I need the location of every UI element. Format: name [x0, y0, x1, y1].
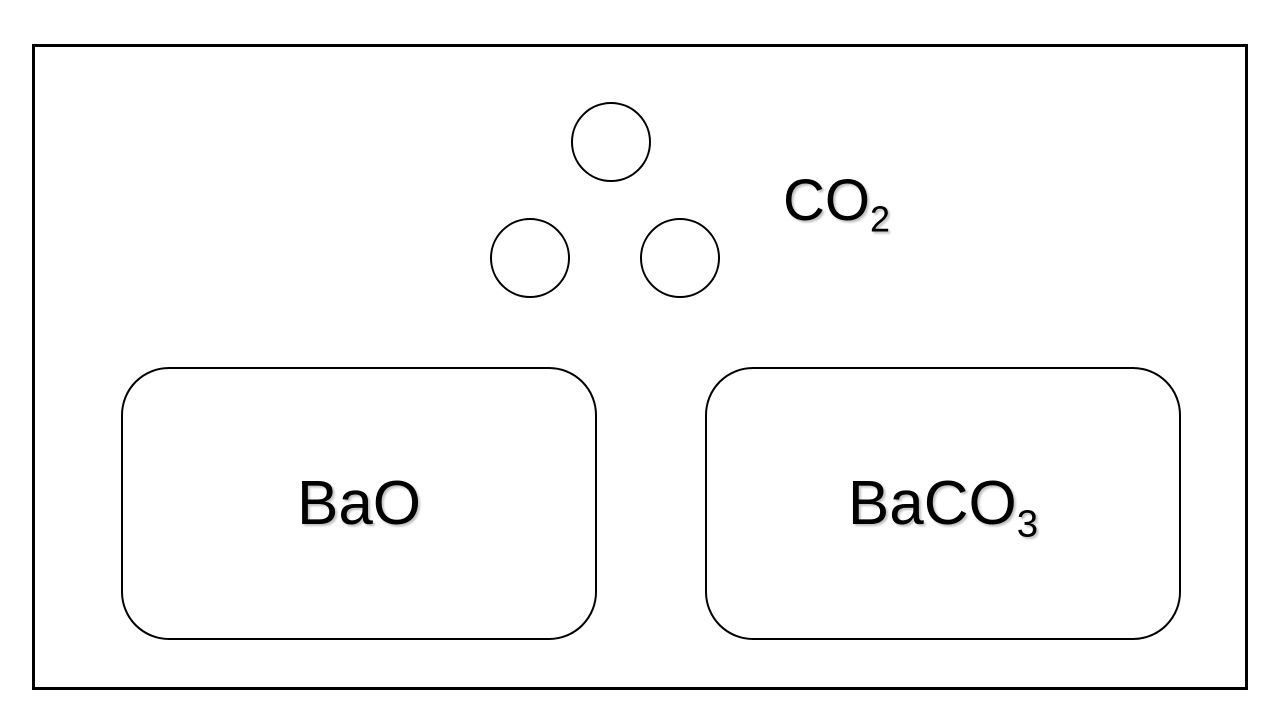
bao-label: BaO	[297, 472, 421, 535]
bao-box: BaO	[121, 367, 597, 640]
baco3-label: BaCO3	[848, 472, 1038, 543]
baco3-formula-subscript: 3	[1016, 501, 1039, 545]
co2-formula-subscript: 2	[870, 198, 890, 240]
baco3-box: BaCO3	[705, 367, 1181, 640]
baco3-formula-main: BaCO	[847, 468, 1017, 538]
co2-formula-main: CO	[783, 168, 870, 233]
bao-formula-main: BaO	[296, 468, 422, 538]
co2-label: CO2	[783, 172, 890, 237]
